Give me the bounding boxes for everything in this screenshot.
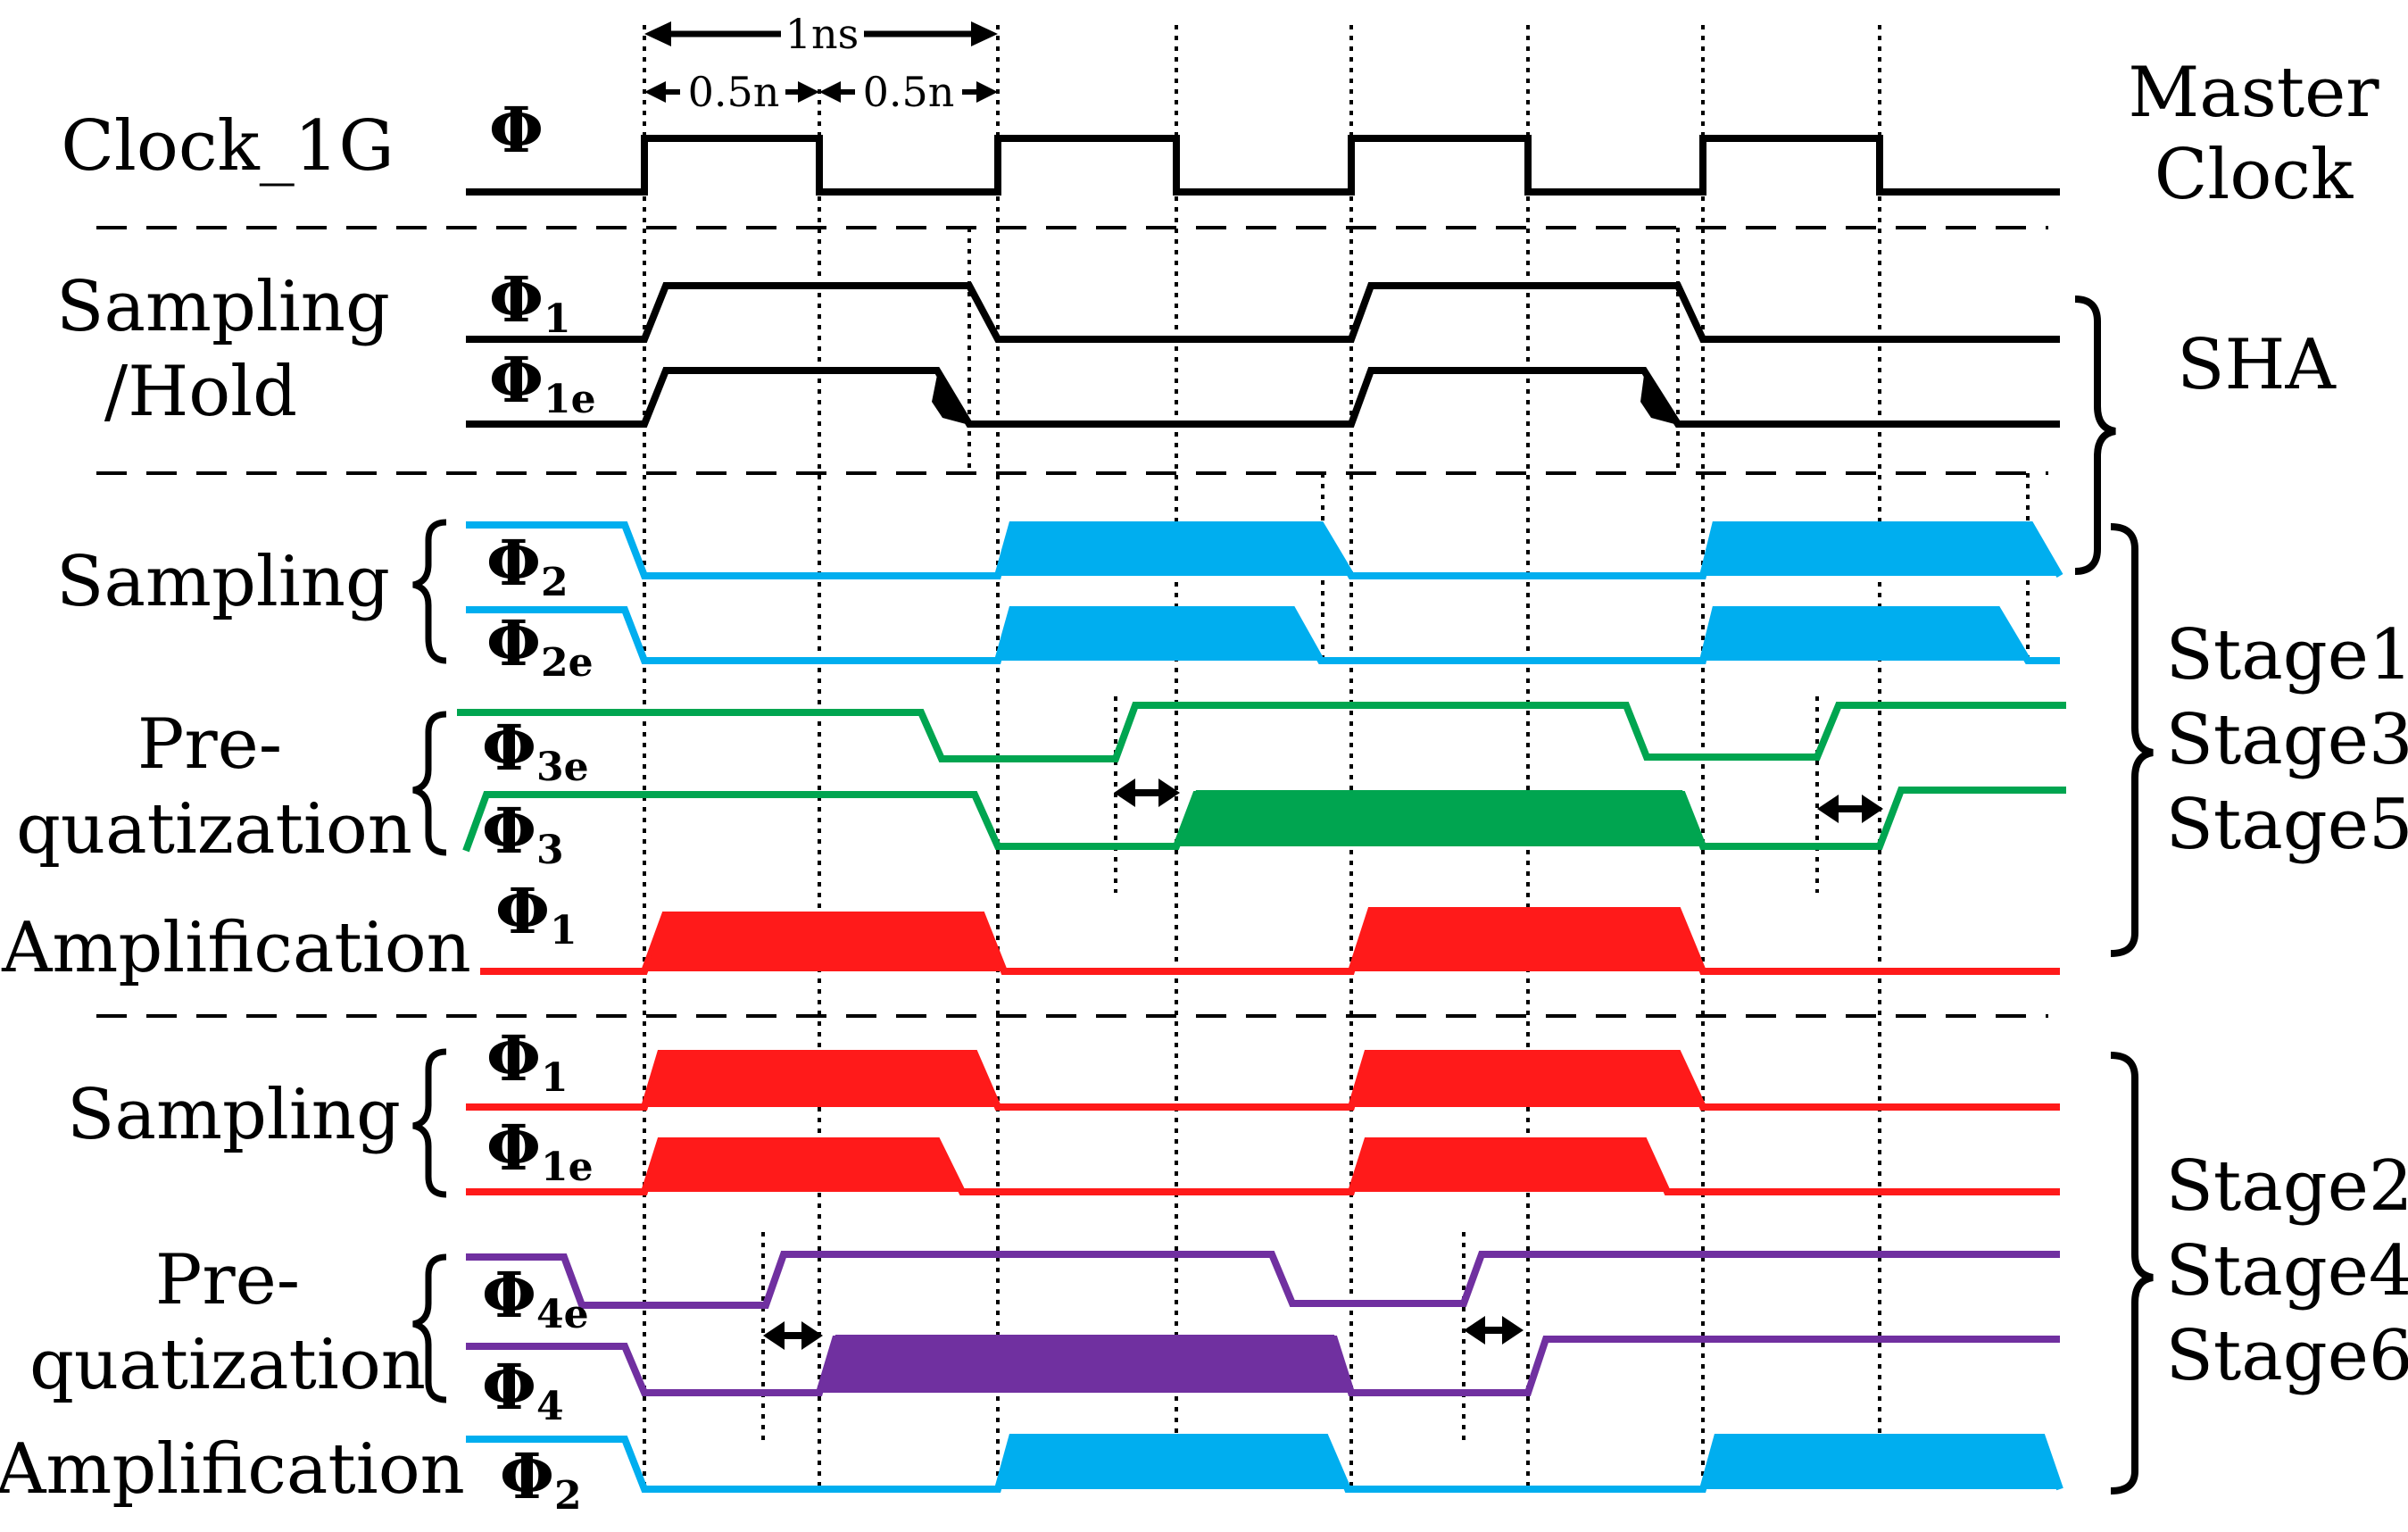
signal-phi2e: Φ2e: [486, 606, 594, 686]
arrowhead: [819, 81, 841, 103]
brace-sampling-a: [412, 519, 447, 664]
brace-preq-a: [412, 711, 447, 856]
signal-symbols: Φ Φ1 Φ1e Φ2 Φ2e Φ3e Φ3 Φ1 Φ1 Φ1e Φ4e Φ4 …: [482, 93, 596, 1519]
arrowhead: [1502, 1316, 1524, 1345]
signal-phi: Φ: [489, 93, 544, 167]
label-sampling-hold-1: Sampling: [56, 267, 390, 347]
pulse-fill: [1703, 610, 2028, 661]
signal-phi4e: Φ4e: [482, 1258, 589, 1337]
signal-phi1e-sha: Φ1e: [489, 343, 596, 422]
signal-phi3: Φ3: [482, 794, 564, 873]
label-clock-right: Clock: [2155, 135, 2354, 215]
waveform-stage1-phi3e: [457, 702, 2066, 762]
brace-stage135: [2110, 523, 2154, 957]
waveform-master-clock: [466, 135, 2060, 196]
brace-preq-b: [412, 1253, 447, 1403]
pulse-fill: [1351, 1053, 1703, 1107]
label-sampling-hold-2: /Hold: [104, 352, 297, 432]
separators: [96, 226, 2048, 1018]
arrowhead: [798, 81, 819, 103]
half-period-label-left: 0.5n: [688, 68, 780, 116]
label-clock: Clock_1G: [61, 106, 394, 187]
waveform-sha-phi1: [466, 282, 2060, 343]
right-braces: [2074, 296, 2154, 1495]
arrowhead-right: [971, 21, 998, 46]
brace-stage246: [2110, 1052, 2154, 1495]
label-prequant-a-1: Pre-: [137, 704, 282, 785]
label-sampling-b: Sampling: [67, 1075, 401, 1155]
label-stage1: Stage1: [2166, 615, 2408, 695]
pulse-fill: [644, 1141, 962, 1192]
half-period-label-right: 0.5n: [863, 68, 955, 116]
row-labels: Clock_1G Sampling /Hold Sampling Pre- qu…: [0, 106, 471, 1510]
arrowhead: [1158, 778, 1180, 807]
label-stage5: Stage5: [2166, 785, 2408, 865]
period-dimension: 1ns 0.5n 0.5n: [644, 10, 998, 116]
signal-phi1-sha: Φ1: [489, 262, 571, 342]
label-prequant-b-1: Pre-: [155, 1240, 300, 1320]
pulse-fill: [1351, 911, 1703, 971]
waveform-stage2-phi4e: [466, 1251, 2060, 1309]
pulse-fill: [1176, 790, 1703, 846]
signal-phi3e: Φ3e: [482, 711, 589, 790]
arrowhead: [801, 1321, 823, 1350]
label-amplification-b: Amplification: [0, 1429, 465, 1510]
pulse-fill: [1351, 1141, 1667, 1192]
label-stage3: Stage3: [2166, 700, 2408, 780]
arrowhead: [763, 1321, 785, 1350]
pulse-fill: [644, 1053, 998, 1107]
edge-arrows: [932, 375, 1678, 425]
label-stage4: Stage4: [2166, 1231, 2408, 1311]
label-prequant-b-2: quatization: [29, 1325, 426, 1405]
signal-phi1-amp: Φ1: [495, 874, 577, 953]
brace-sampling-b: [412, 1048, 447, 1198]
left-braces: [412, 519, 447, 1403]
label-sha: SHA: [2177, 325, 2337, 405]
signal-phi4: Φ4: [482, 1350, 564, 1429]
time-markers: [643, 25, 2030, 1493]
signal-phi1e-stage2: Φ1e: [486, 1111, 594, 1190]
label-sampling-a: Sampling: [56, 542, 390, 622]
arrowhead-left: [644, 21, 671, 46]
non-overlap-arrows: [763, 778, 1883, 1350]
pulse-fill: [819, 1335, 1351, 1393]
pulse-fill: [1703, 1437, 2060, 1489]
pulse-fill: [1000, 610, 1321, 661]
period-label: 1ns: [785, 10, 859, 58]
pulse-fill: [998, 1437, 1348, 1489]
pulse-fill: [1703, 525, 2060, 576]
arrowhead: [1114, 778, 1135, 807]
signal-phi1-stage2: Φ1: [486, 1021, 569, 1101]
arrowhead: [1817, 795, 1839, 823]
label-amplification-a: Amplification: [1, 908, 471, 988]
label-stage6: Stage6: [2166, 1316, 2408, 1396]
label-prequant-a-2: quatization: [16, 789, 412, 870]
label-master: Master: [2128, 53, 2379, 133]
arrowhead: [644, 81, 666, 103]
arrowhead: [1862, 795, 1883, 823]
edge-arrowhead: [1640, 375, 1678, 425]
pulse-fill: [1000, 525, 1351, 576]
right-labels: Master Clock SHA Stage1 Stage3 Stage5 St…: [2128, 53, 2408, 1396]
waveform-sha-phi1e: [466, 367, 2060, 428]
pulse-fill: [647, 915, 1004, 971]
edge-arrowhead: [932, 375, 969, 425]
brace-sha: [2074, 296, 2116, 575]
arrowhead: [1464, 1316, 1485, 1345]
arrowhead: [976, 81, 998, 103]
signal-phi2: Φ2: [486, 526, 569, 605]
label-stage2: Stage2: [2166, 1146, 2408, 1227]
signal-phi2-amp: Φ2: [500, 1439, 582, 1519]
